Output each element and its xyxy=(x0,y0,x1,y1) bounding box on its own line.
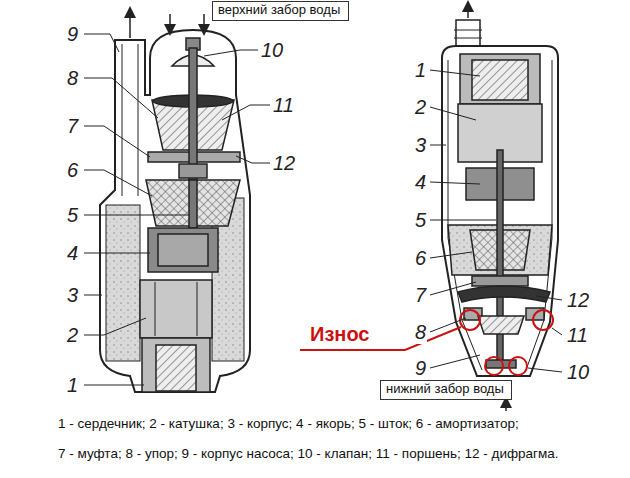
pipe-wall xyxy=(122,44,123,196)
leader-line xyxy=(536,296,562,300)
intake-label-box: верхний забор воды xyxy=(212,1,349,21)
callout-number: 7 xyxy=(66,114,79,138)
callout-number: 3 xyxy=(414,133,427,157)
clutch xyxy=(472,276,528,286)
leader-line xyxy=(430,107,476,120)
callout-number: 7 xyxy=(414,283,427,307)
leader-line xyxy=(430,355,480,368)
coil-winding xyxy=(197,282,198,336)
wear-circle xyxy=(460,310,480,330)
leader-line xyxy=(430,282,476,295)
intake-label: нижний забор воды xyxy=(386,381,506,397)
leader-line xyxy=(430,145,446,146)
wear-circle xyxy=(533,310,553,330)
callout-number: 3 xyxy=(66,283,79,307)
core xyxy=(460,54,540,104)
callout-number: 8 xyxy=(66,66,79,90)
leader-line xyxy=(552,328,562,335)
core-center xyxy=(472,60,528,100)
core-center xyxy=(156,345,196,391)
outflow-arrow xyxy=(467,6,469,18)
leader-line xyxy=(84,295,102,296)
armature-core xyxy=(158,234,208,266)
leader-line xyxy=(204,50,258,56)
leader-lines xyxy=(430,70,562,372)
core xyxy=(142,338,210,392)
inflow-arrow xyxy=(505,402,507,411)
callout-number: 2 xyxy=(66,323,79,347)
stem xyxy=(189,180,197,228)
leader-line xyxy=(84,318,146,335)
leader-line xyxy=(430,182,480,184)
key-line: 1 - сердечник; 2 - катушка; 3 - корпус; … xyxy=(58,415,519,432)
coil xyxy=(140,280,212,338)
leader-line xyxy=(84,253,150,254)
outflow-arrow xyxy=(129,12,131,38)
pipe-wall xyxy=(138,44,139,196)
wear-circle xyxy=(509,357,527,375)
callout-number: 9 xyxy=(414,356,427,380)
leader-line xyxy=(84,385,144,386)
leader-line xyxy=(84,126,150,157)
leader-lines xyxy=(84,34,270,385)
left-pump xyxy=(100,30,250,392)
inflow-arrow xyxy=(203,14,205,30)
callout-number: 9 xyxy=(66,22,79,46)
wear-circle xyxy=(485,357,503,375)
leader-line xyxy=(84,215,189,216)
pump-housing xyxy=(442,46,558,376)
compound xyxy=(106,205,140,361)
outlet-fitting xyxy=(456,20,480,48)
leader-line xyxy=(236,156,270,163)
coil-winding xyxy=(155,282,156,336)
nut xyxy=(179,164,207,178)
leader-line xyxy=(84,34,119,52)
leader-line xyxy=(430,252,472,258)
armature xyxy=(148,228,218,272)
callout-number: 12 xyxy=(566,288,590,312)
callout-number: 6 xyxy=(414,246,427,270)
inflow-arrow xyxy=(169,14,171,30)
callout-number: 1 xyxy=(414,58,427,82)
housing-inner-wall xyxy=(448,60,552,370)
callout-number: 5 xyxy=(66,203,79,227)
callout-number: 6 xyxy=(66,158,79,182)
callout-number: 11 xyxy=(272,93,295,117)
intake-label: верхний забор воды xyxy=(218,2,343,18)
leader-line xyxy=(222,105,270,120)
callout-number: 10 xyxy=(260,38,284,62)
callout-number: 2 xyxy=(414,95,427,119)
wear-callout: Износ xyxy=(308,322,371,346)
fitting-barb xyxy=(454,30,482,31)
piston xyxy=(478,316,524,334)
diaphragm xyxy=(458,286,550,302)
fitting-barb xyxy=(454,38,482,39)
callout-number: 8 xyxy=(414,320,427,344)
callout-number: 4 xyxy=(414,170,427,194)
leader-line xyxy=(430,220,496,221)
key-line: 7 - муфта; 8 - упор; 9 - корпус насоса; … xyxy=(58,445,559,462)
callout-number: 5 xyxy=(414,208,427,232)
callout-number: 1 xyxy=(66,373,79,397)
leader-line xyxy=(430,70,480,76)
callout-number: 12 xyxy=(272,151,296,175)
callout-number: 10 xyxy=(566,360,590,384)
callout-number: 4 xyxy=(66,241,79,265)
pump-housing xyxy=(100,30,250,392)
leader-line xyxy=(84,78,158,118)
callout-number: 11 xyxy=(566,323,589,347)
leader-line xyxy=(84,170,152,196)
leader-line xyxy=(430,318,466,332)
intake-label-box: нижний забор воды xyxy=(380,380,512,400)
leader-line xyxy=(528,368,562,372)
